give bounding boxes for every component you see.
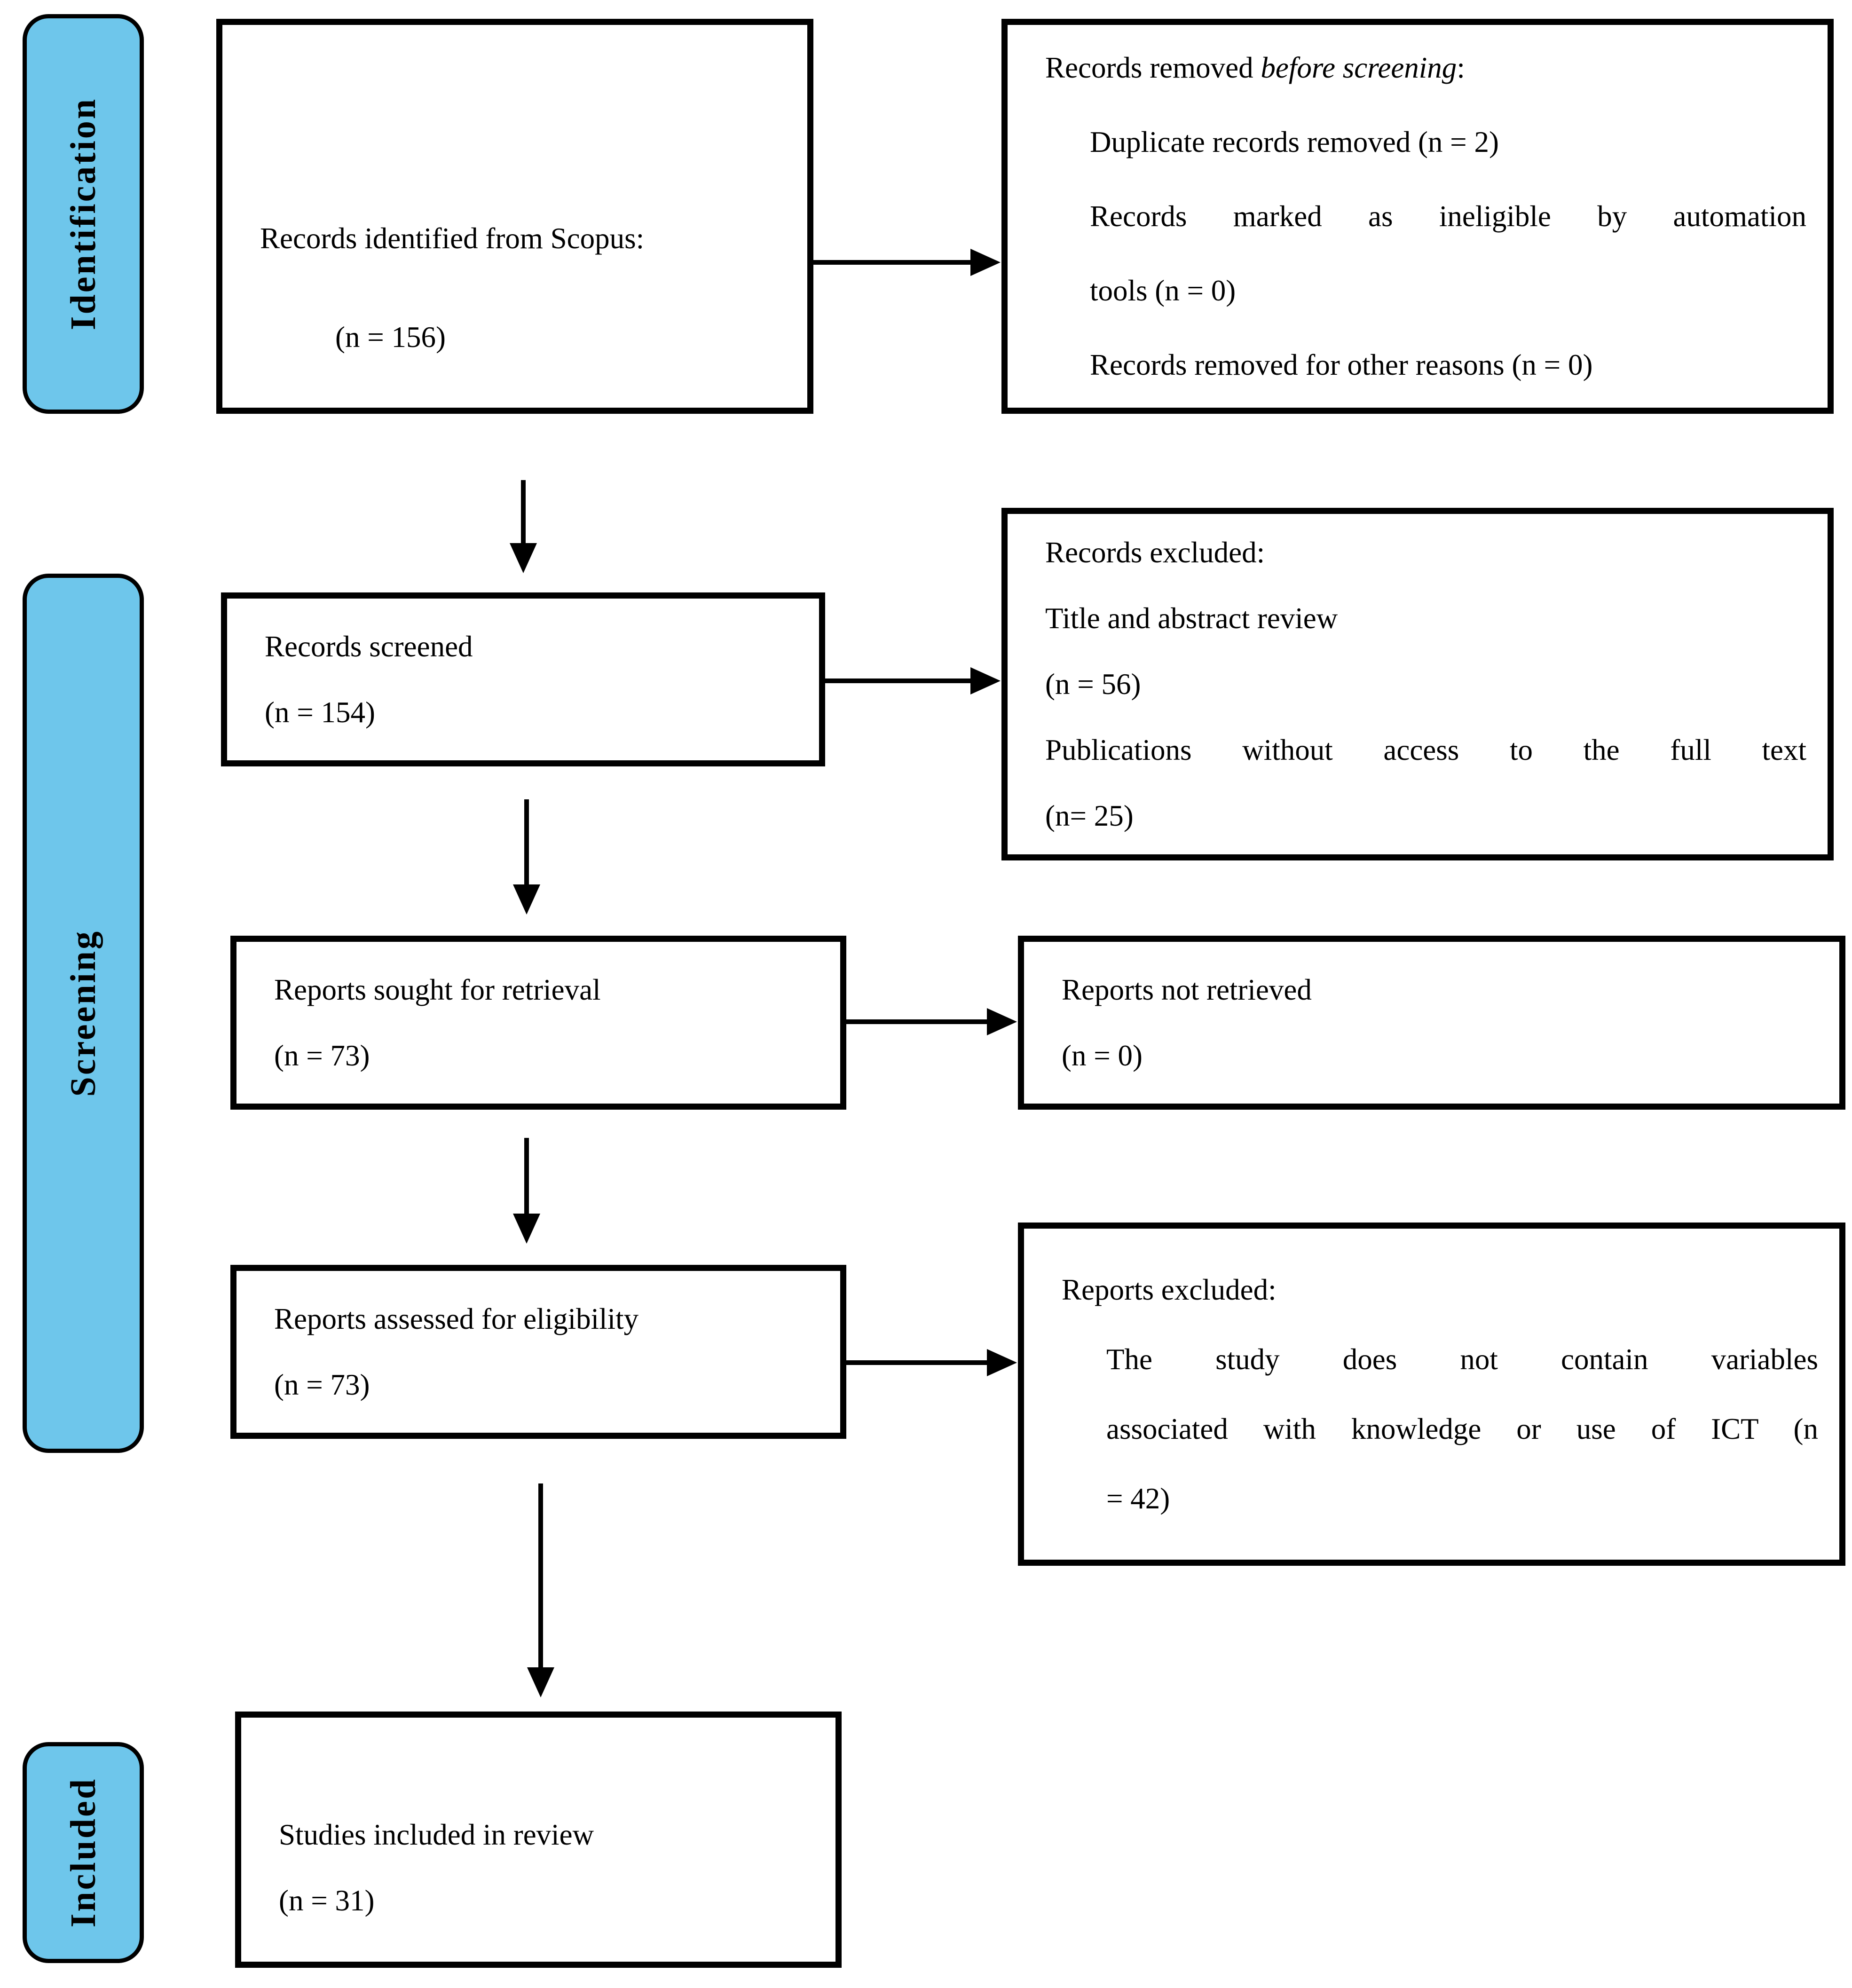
reports-assessed-label: Reports assessed for eligibility — [274, 1302, 639, 1335]
box-studies-included: Studies included in review (n = 31) — [235, 1712, 842, 1968]
records-excluded-count1: (n = 56) — [1045, 668, 1141, 701]
stage-label-included-text: Included — [63, 1777, 103, 1928]
arrowhead-right-icon — [970, 667, 1001, 694]
records-removed-other-reasons: Records removed for other reasons (n = 0… — [1090, 348, 1593, 381]
arrowhead-right-icon — [987, 1008, 1017, 1035]
records-screened-count: (n = 154) — [265, 696, 375, 729]
reports-sought-count: (n = 73) — [274, 1039, 370, 1072]
stage-label-included: Included — [23, 1742, 144, 1963]
records-identified-count: (n = 156) — [335, 321, 446, 354]
studies-included-label: Studies included in review — [279, 1818, 594, 1851]
box-records-excluded: Records excluded: Title and abstract rev… — [1001, 508, 1834, 860]
records-excluded-title: Records excluded: — [1045, 536, 1265, 569]
box-records-removed: Records removed before screening: Duplic… — [1001, 19, 1834, 414]
stage-label-identification-text: Identification — [63, 97, 103, 331]
stage-label-screening: Screening — [23, 574, 144, 1453]
stage-label-identification: Identification — [23, 14, 144, 414]
box-reports-excluded: Reports excluded: The study does not con… — [1018, 1223, 1845, 1566]
reports-excluded-reason-line3: = 42) — [1106, 1482, 1170, 1515]
records-removed-automation-line1: Records marked as ineligible by automati… — [1090, 200, 1806, 233]
arrowhead-down-icon — [510, 543, 537, 573]
arrowhead-down-icon — [527, 1667, 554, 1697]
records-removed-title: Records removed before screening: — [1045, 51, 1465, 84]
box-reports-assessed: Reports assessed for eligibility (n = 73… — [230, 1265, 846, 1439]
reports-excluded-title: Reports excluded: — [1062, 1273, 1277, 1306]
box-records-screened: Records screened (n = 154) — [221, 592, 825, 766]
records-excluded-count2: (n= 25) — [1045, 799, 1134, 832]
reports-excluded-reason-line1: The study does not contain variables — [1106, 1343, 1818, 1376]
arrowhead-right-icon — [970, 249, 1001, 276]
records-screened-label: Records screened — [265, 630, 473, 663]
records-removed-automation-line2: tools (n = 0) — [1090, 274, 1236, 307]
records-removed-duplicates: Duplicate records removed (n = 2) — [1090, 126, 1499, 158]
reports-assessed-count: (n = 73) — [274, 1368, 370, 1401]
arrowhead-down-icon — [513, 884, 540, 915]
reports-sought-label: Reports sought for retrieval — [274, 973, 601, 1006]
box-reports-not-retrieved: Reports not retrieved (n = 0) — [1018, 936, 1845, 1110]
studies-included-count: (n = 31) — [279, 1884, 375, 1917]
box-records-identified: Records identified from Scopus: (n = 156… — [216, 19, 813, 414]
box-reports-sought: Reports sought for retrieval (n = 73) — [230, 936, 846, 1110]
reports-excluded-reason-line2: associated with knowledge or use of ICT … — [1106, 1412, 1818, 1445]
records-excluded-reason1: Title and abstract review — [1045, 602, 1338, 635]
reports-not-retrieved-count: (n = 0) — [1062, 1039, 1143, 1072]
records-identified-label: Records identified from Scopus: — [260, 222, 645, 255]
reports-not-retrieved-label: Reports not retrieved — [1062, 973, 1312, 1006]
arrowhead-down-icon — [513, 1214, 540, 1244]
arrowhead-right-icon — [987, 1349, 1017, 1376]
records-excluded-reason2: Publications without access to the full … — [1045, 734, 1806, 766]
stage-label-screening-text: Screening — [63, 930, 103, 1097]
